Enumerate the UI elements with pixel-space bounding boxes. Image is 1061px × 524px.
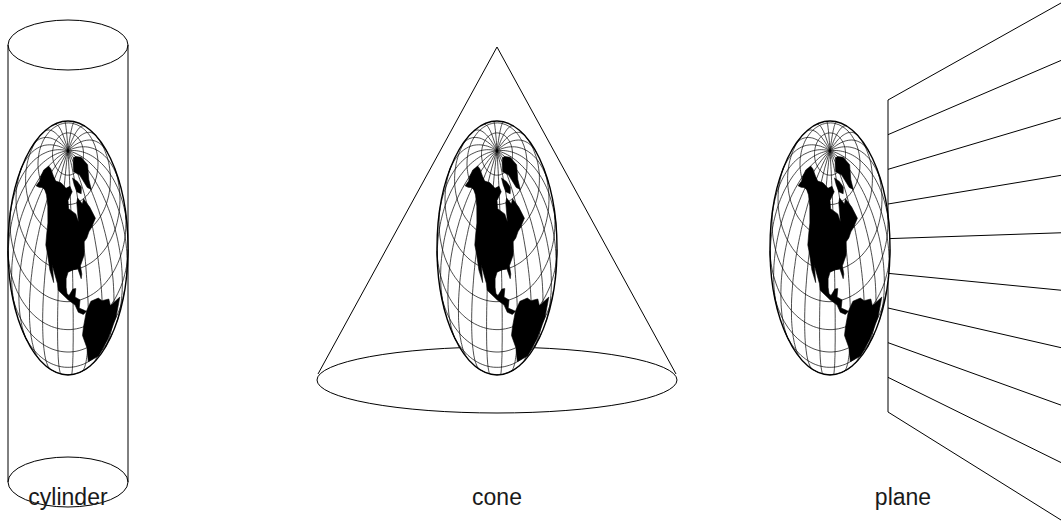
projection-label: cylinder [28, 485, 107, 510]
projection-label: plane [875, 485, 931, 510]
globe [8, 121, 128, 375]
cylinder-surface [8, 20, 128, 507]
cone-surface [317, 47, 677, 413]
globe [770, 121, 890, 375]
projection-label: cone [472, 485, 522, 510]
plane-surface [888, 3, 1061, 520]
globe [437, 121, 557, 375]
globes [8, 121, 890, 375]
